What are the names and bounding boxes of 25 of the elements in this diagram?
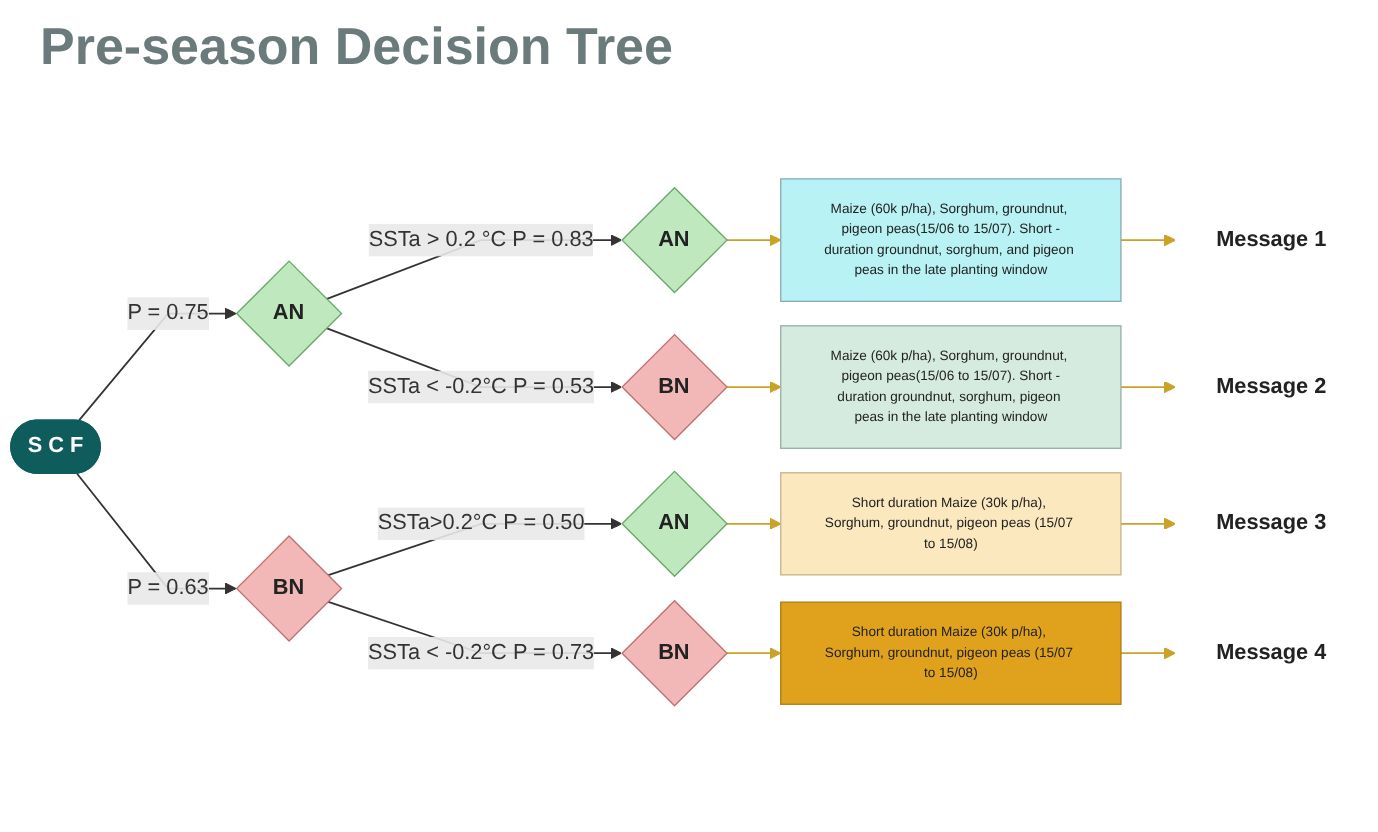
- edge-label: SSTa > 0.2 °C P = 0.83: [368, 227, 594, 251]
- arrow: [1120, 517, 1176, 530]
- edge-label: P = 0.75: [127, 301, 209, 325]
- arrow: [725, 233, 782, 246]
- node-diamond: AN: [235, 259, 343, 367]
- node-text: Message 2: [1216, 374, 1327, 398]
- arrow: [1120, 646, 1176, 659]
- node-text: Message 1: [1216, 227, 1327, 251]
- node-diamond: BN: [621, 599, 728, 707]
- node-text: Message 3: [1216, 511, 1327, 535]
- title: Pre-season Decision Tree: [40, 16, 675, 78]
- node-text: Message 4: [1216, 640, 1327, 664]
- arrow: [1120, 380, 1176, 393]
- arrow: [725, 517, 782, 530]
- edge-label: SSTa < -0.2°C P = 0.53: [368, 374, 595, 398]
- arrow: [725, 646, 782, 659]
- node-diamond: AN: [621, 470, 728, 577]
- edge-label: SSTa < -0.2°C P = 0.73: [368, 640, 595, 664]
- edge-label: P = 0.63: [127, 575, 209, 600]
- edge-label: SSTa>0.2°C P = 0.50: [377, 511, 585, 535]
- arrow: [725, 380, 782, 393]
- arrow: [1120, 233, 1176, 246]
- node-diamond: BN: [235, 534, 343, 642]
- node-diamond: AN: [621, 186, 728, 294]
- node-diamond: BN: [621, 333, 728, 441]
